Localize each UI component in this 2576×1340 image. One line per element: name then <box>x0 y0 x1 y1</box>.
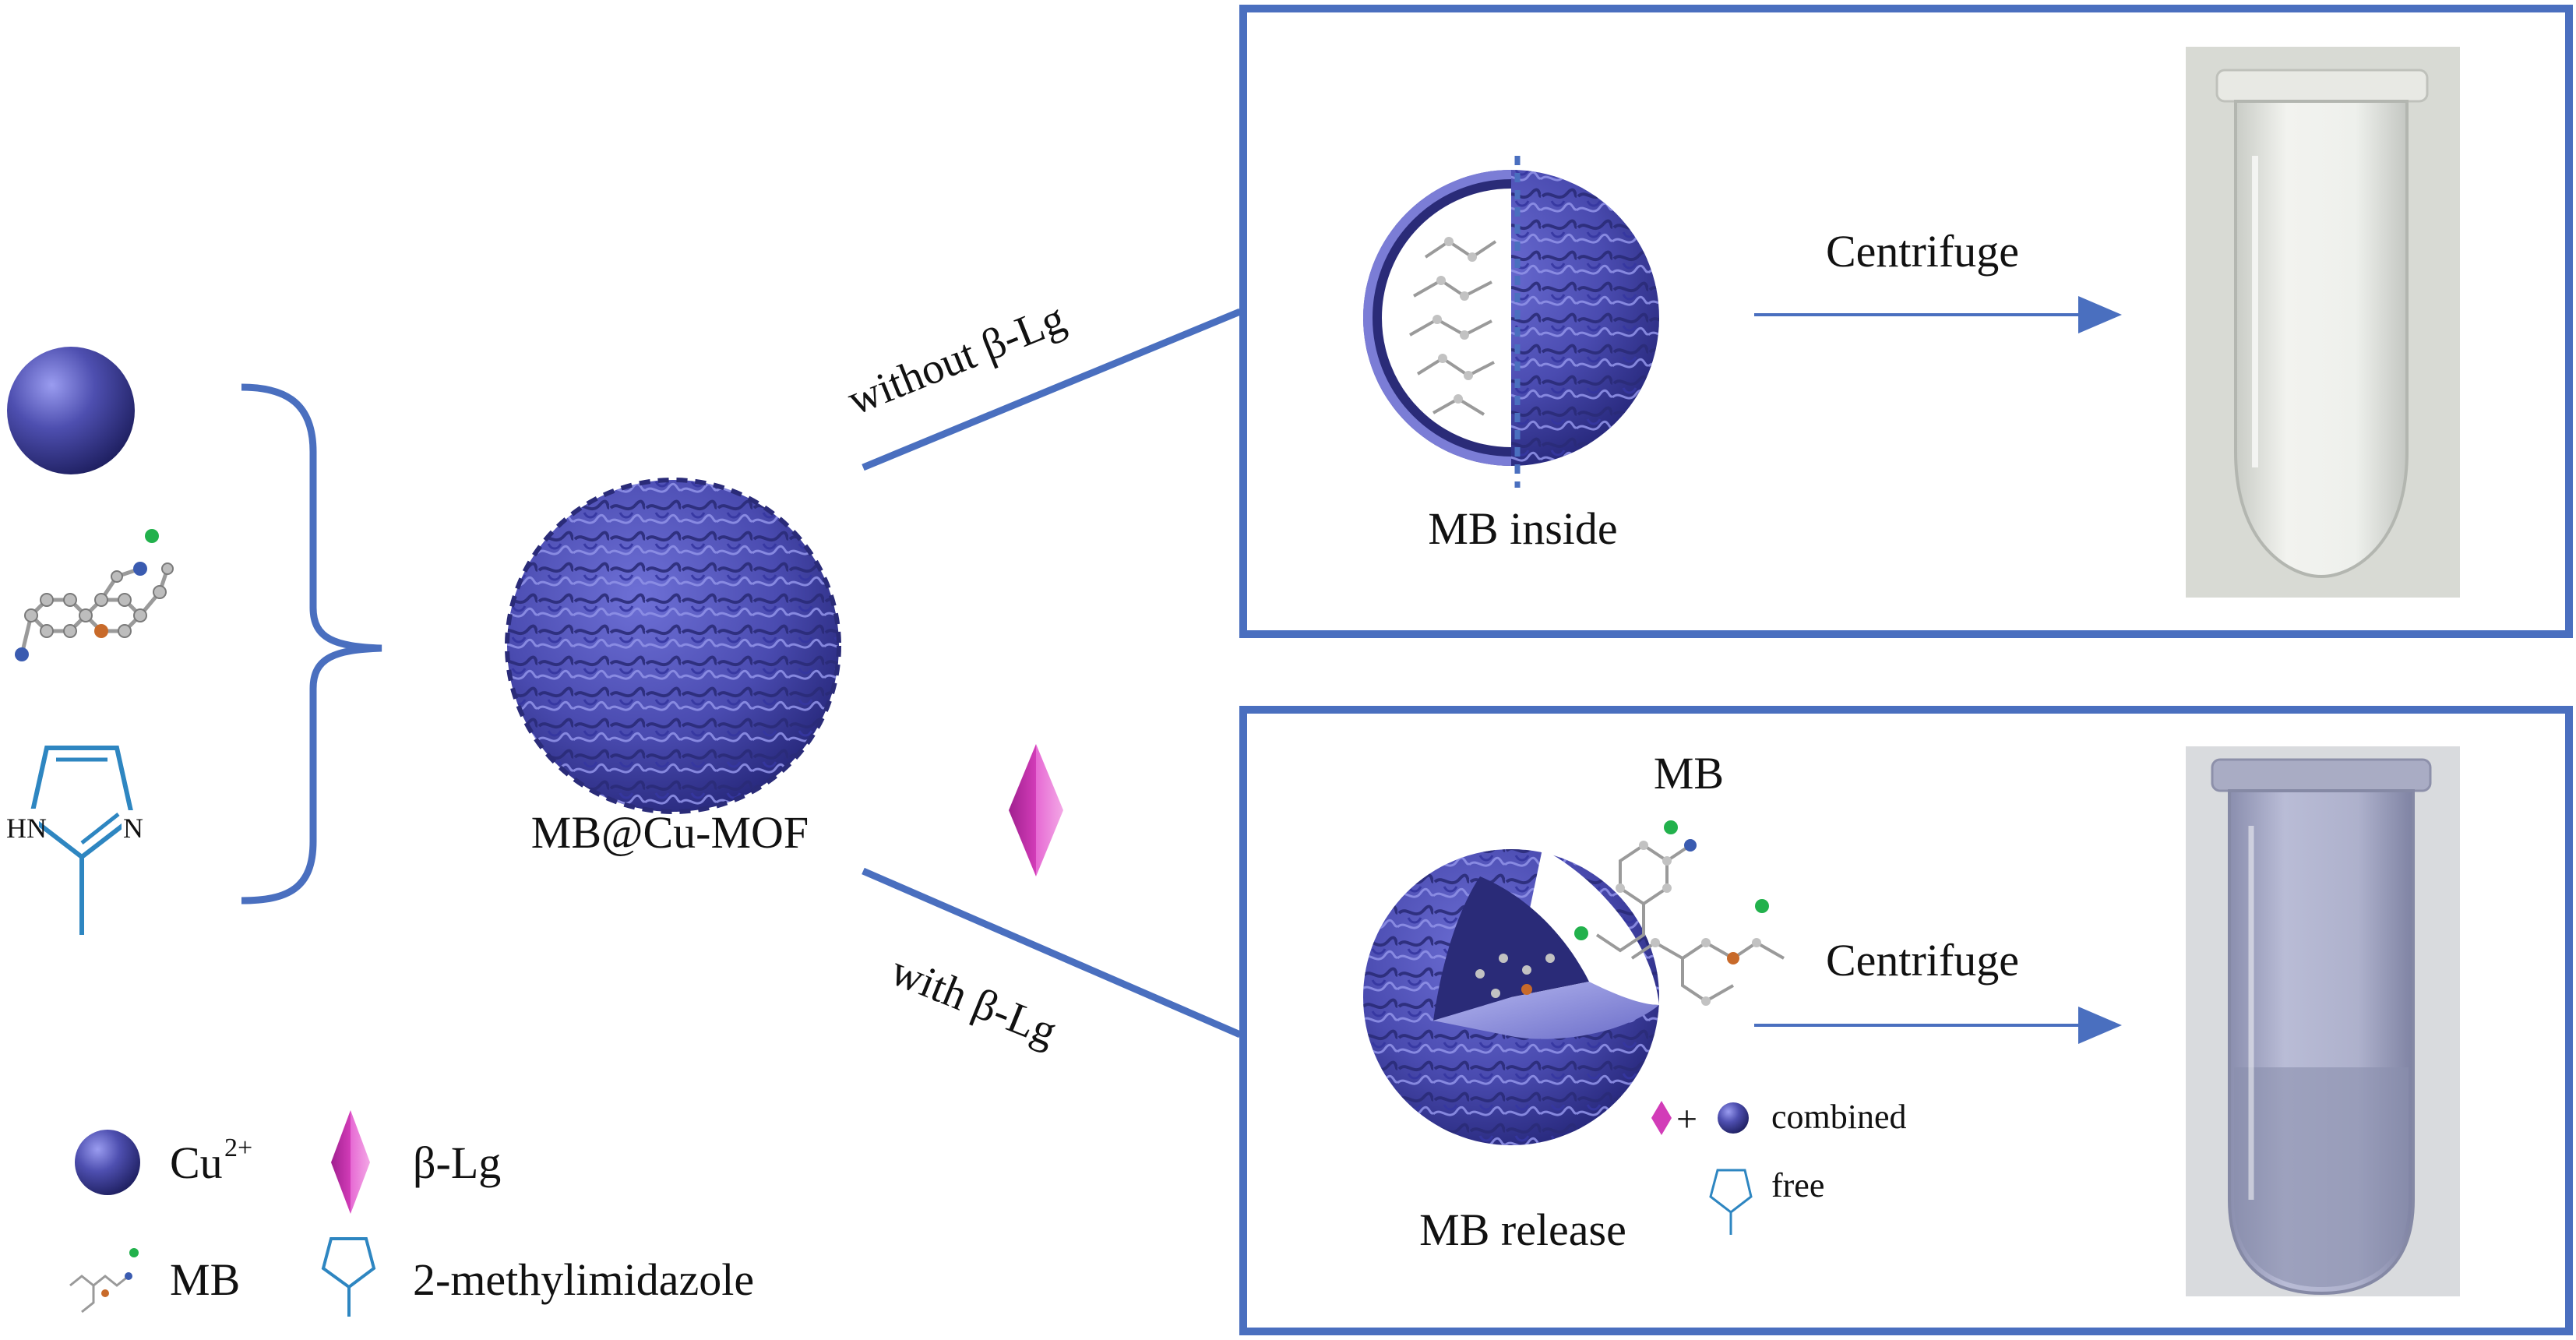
centrifuge-bottom-label: Centrifuge <box>1826 935 2019 986</box>
branch-line-top <box>862 308 1242 471</box>
mb-cu-mof-particle <box>505 478 841 814</box>
with-blg-label: with β-Lg <box>884 947 1063 1056</box>
legend: Cu 2+ β-Lg MB 2-methylimidazole <box>69 1110 754 1317</box>
blue-tube-photo <box>2186 746 2460 1296</box>
centrifuge-top-label: Centrifuge <box>1826 226 2019 277</box>
mof-label: MB@Cu-MOF <box>531 807 809 858</box>
released-mb-molecules <box>1574 820 1785 1006</box>
mb-inside-label: MB inside <box>1428 503 1617 554</box>
legend-cu-charge: 2+ <box>224 1134 252 1162</box>
free-imidazole-icon <box>1709 1169 1753 1235</box>
combined-label: combined <box>1771 1098 1907 1136</box>
beta-lg-diamond <box>1009 744 1063 876</box>
combined-legend: + <box>1651 1098 1749 1140</box>
curly-brace <box>241 383 382 905</box>
mb-top-label: MB <box>1654 748 1724 799</box>
mof-cutaway-inside <box>1363 156 1659 488</box>
mb-molecule-icon <box>15 529 174 661</box>
mb-release-label: MB release <box>1419 1204 1626 1255</box>
legend-mb-label: MB <box>170 1254 240 1305</box>
clear-tube-photo <box>2186 47 2460 598</box>
imidazole-hn-label: HN <box>6 813 47 844</box>
legend-blg-diamond <box>331 1110 370 1214</box>
legend-mb-icon <box>69 1248 139 1314</box>
legend-imidazole-label: 2-methylimidazole <box>413 1254 754 1305</box>
free-label: free <box>1771 1166 1824 1204</box>
legend-cu-sphere <box>75 1130 140 1195</box>
branch-line-bottom <box>862 867 1242 1038</box>
imidazole-n-label: N <box>123 813 143 844</box>
2-methylimidazole-structure: HN N <box>5 746 145 935</box>
bottom-panel-frame <box>1239 706 2573 1335</box>
svg-text:+: + <box>1676 1098 1697 1140</box>
mof-cutaway-release <box>1363 849 1659 1145</box>
cu-ion-sphere <box>7 347 135 474</box>
legend-cu-label: Cu <box>170 1137 223 1188</box>
top-panel-frame <box>1239 5 2573 638</box>
legend-blg-label: β-Lg <box>413 1137 501 1188</box>
without-blg-label: without β-Lg <box>841 294 1072 425</box>
legend-imidazole-icon <box>321 1237 376 1317</box>
